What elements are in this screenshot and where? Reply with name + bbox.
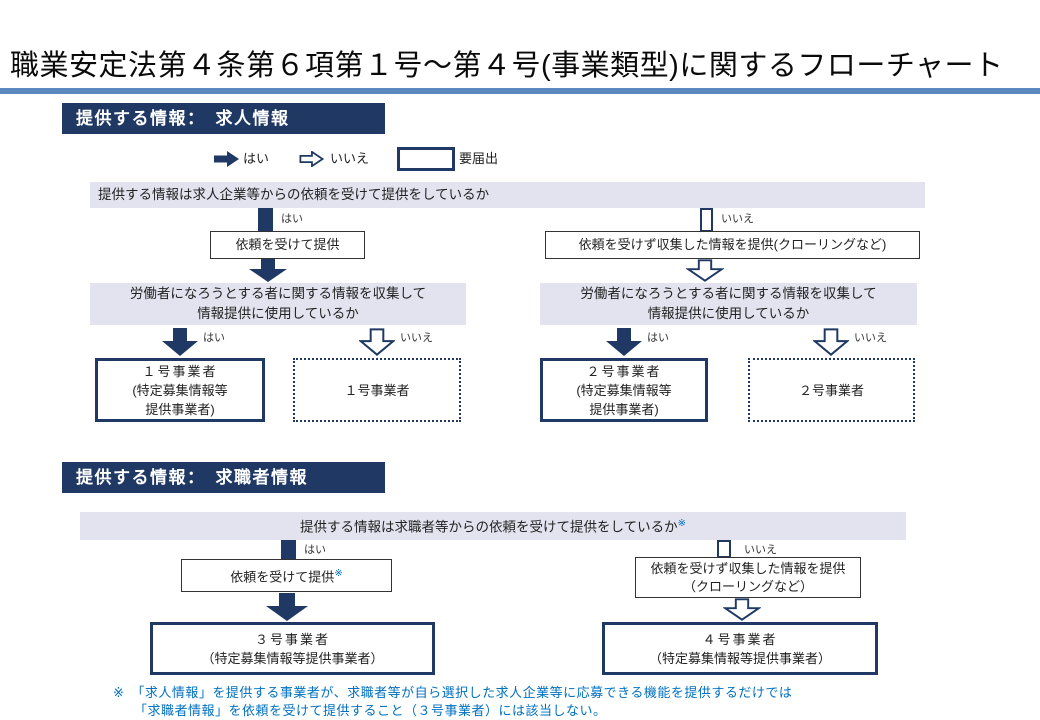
legend-no-label: いいえ [330,151,370,166]
section1-right-branch-text: 依頼を受けず収集した情報を提供(クローリングなど) [578,237,887,252]
title-divider-rule [0,88,1040,94]
section2-left-branch-box: 依頼を受けて提供※ [181,559,392,592]
yes-label: はい [647,332,669,344]
result-box-type2: ２号事業者 [748,358,915,422]
yes-connector-bar [281,540,296,559]
yes-connector-bar [258,208,273,232]
section1-left-branch-box: 依頼を受けて提供 [210,231,365,259]
no-connector-bar [700,208,713,232]
question2-line2: 情報提供に使用しているか [647,306,810,321]
section1-question1: 提供する情報は求人企業等からの依頼を受けて提供をしているか [90,182,925,208]
section2-left-branch-text: 依頼を受けて提供 [230,569,335,585]
down-arrow-outline-icon [723,598,761,621]
no-label: いいえ [721,213,754,225]
legend-yes-arrow-icon [214,151,239,167]
question2-line1: 労働者になろうとする者に関する情報を収集して [580,286,877,301]
yes-label: はい [203,332,225,344]
result-box-type4-notify: ４号事業者 （特定募集情報等提供事業者） [602,622,878,675]
legend-required-label: 要届出 [459,151,499,166]
section2-right-branch-box: 依頼を受けず収集した情報を提供 （クローリングなど） [635,557,861,598]
down-arrow-outline-icon [359,328,395,356]
result-line: 提供事業者) [145,401,215,417]
note-mark: ※ [677,518,686,530]
section2-right-branch-line2: （クローリングなど） [682,578,813,594]
legend-yes-label: はい [243,151,270,166]
no-label: いいえ [744,544,777,556]
footnote-line1: ※ 「求人情報」を提供する事業者が、求職者等が自ら選択した求人企業等に応募できる… [113,685,793,700]
result-line: (特定募集情報等 [576,382,672,398]
section1-right-branch-box: 依頼を受けず収集した情報を提供(クローリングなど) [545,231,920,259]
yes-label: はい [281,213,303,225]
section1-header: 提供する情報： 求人情報 [62,103,385,134]
result-line: （特定募集情報等提供事業者） [648,650,831,666]
note-mark: ※ [334,567,343,579]
result-line: ３号事業者 [254,631,330,647]
result-line: ２号事業者 [798,382,864,398]
no-connector-bar [717,540,731,558]
section2-header: 提供する情報： 求職者情報 [62,462,385,493]
legend-no-arrow-icon [299,151,324,167]
down-arrow-solid-icon [249,259,287,282]
down-arrow-outline-icon [686,259,724,282]
result-line: １号事業者 [344,382,410,398]
section1-left-branch-text: 依頼を受けて提供 [235,237,340,252]
footnote-line2: 「求職者情報」を依頼を受けて提供すること（３号事業者）には該当しない。 [134,703,607,718]
result-line: （特定募集情報等提供事業者） [201,650,384,666]
result-line: ４号事業者 [702,631,778,647]
result-box-type1-notify: １号事業者 (特定募集情報等 提供事業者) [95,358,265,422]
result-box-type2-notify: ２号事業者 (特定募集情報等 提供事業者) [540,358,708,422]
question2-line1: 労働者になろうとする者に関する情報を収集して [129,286,427,301]
result-line: ２号事業者 [586,363,662,379]
legend-required-box [397,147,455,171]
no-label: いいえ [400,332,433,344]
page-title: 職業安定法第４条第６項第１号～第４号(事業類型)に関するフローチャート [10,50,1004,82]
result-box-type3-notify: ３号事業者 （特定募集情報等提供事業者） [150,622,435,675]
section2-question: 提供する情報は求職者等からの依頼を受けて提供をしているか※ [80,512,906,540]
result-line: (特定募集情報等 [132,382,228,398]
result-line: １号事業者 [142,363,218,379]
no-label: いいえ [854,332,887,344]
section2-right-branch-line1: 依頼を受けず収集した情報を提供 [650,560,846,576]
yes-label: はい [304,544,326,556]
section2-question-text: 提供する情報は求職者等からの依頼を受けて提供をしているか [300,519,678,535]
down-arrow-outline-icon [813,328,849,356]
down-arrow-solid-icon [162,328,198,356]
section1-question2-left: 労働者になろうとする者に関する情報を収集して 情報提供に使用しているか [90,283,466,325]
question2-line2: 情報提供に使用しているか [197,306,359,321]
down-arrow-solid-icon [266,593,308,621]
section1-question2-right: 労働者になろうとする者に関する情報を収集して 情報提供に使用しているか [540,283,917,325]
down-arrow-solid-icon [606,328,642,356]
result-box-type1: １号事業者 [293,358,461,422]
result-line: 提供事業者) [589,401,659,417]
